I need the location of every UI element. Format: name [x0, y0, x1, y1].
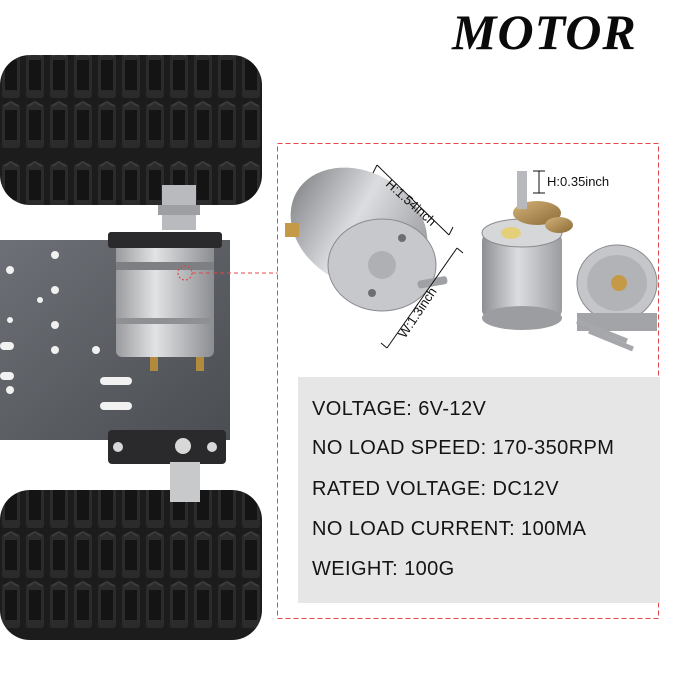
spec-weight: WEIGHT: 100G	[312, 558, 455, 580]
motor-body	[116, 232, 214, 357]
motor-bracket	[108, 430, 226, 464]
assembled-motor	[285, 167, 448, 312]
spec-no-load-speed: NO LOAD SPEED: 170-350RPM	[312, 437, 615, 459]
shaft-height-dimension-label: H:0.35inch	[547, 174, 609, 189]
spec-panel: VOLTAGE: 6V-12V NO LOAD SPEED: 170-350RP…	[298, 377, 660, 603]
end-cap	[576, 244, 658, 331]
spec-voltage: VOLTAGE: 6V-12V	[312, 398, 487, 420]
bottom-coupling	[170, 462, 200, 502]
top-track	[0, 55, 262, 205]
page-title: MOTOR	[452, 4, 637, 60]
tank-chassis-photo	[0, 55, 278, 640]
bottom-track	[0, 490, 262, 640]
spec-rated-voltage: RATED VOLTAGE: DC12V	[312, 478, 559, 500]
screw-2	[588, 328, 634, 352]
spec-no-load-current: NO LOAD CURRENT: 100MA	[312, 518, 587, 540]
gearbox-motor	[481, 171, 573, 330]
screw-1	[576, 318, 628, 344]
